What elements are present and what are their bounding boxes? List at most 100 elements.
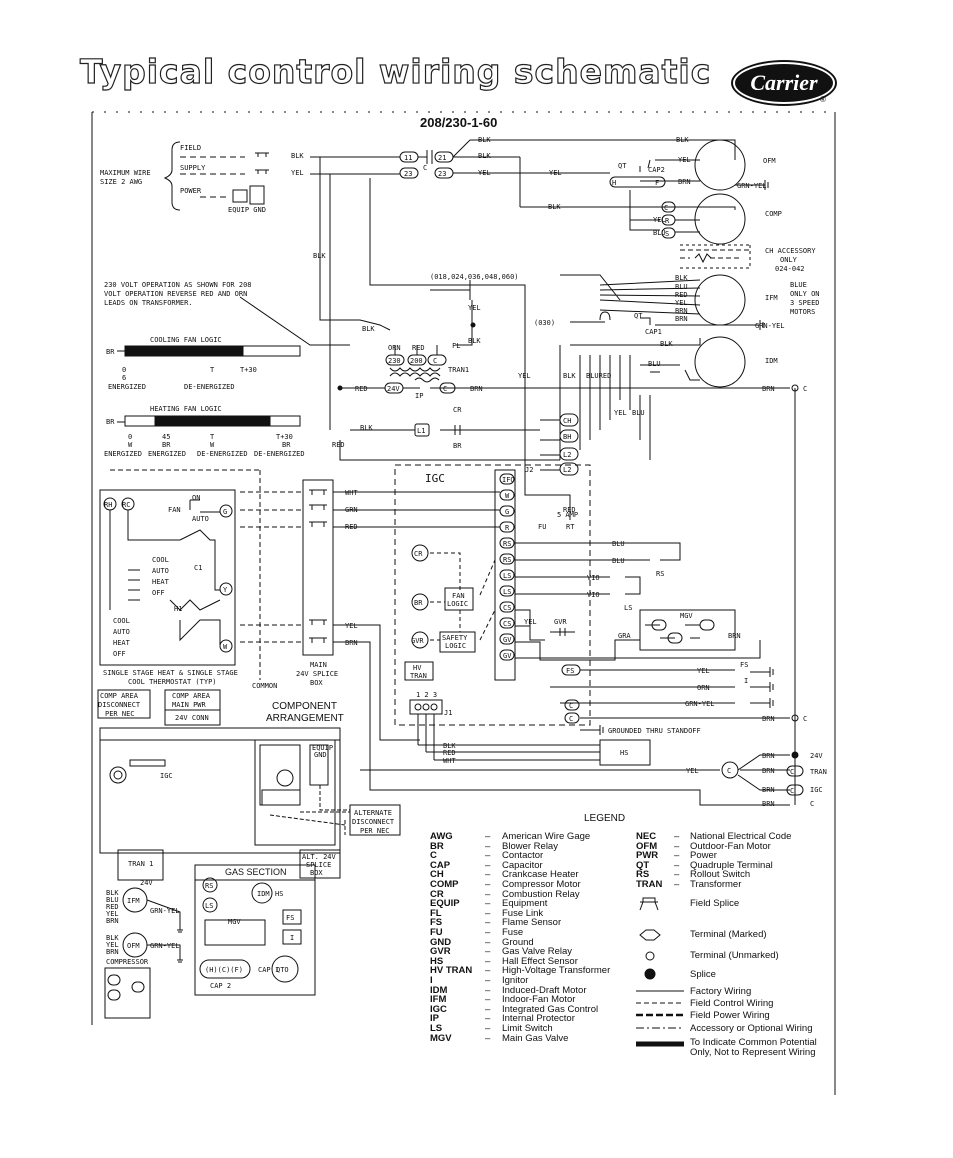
note-line-3: LEADS ON TRANSFORMER. xyxy=(104,299,193,307)
legend-terminal-unmarked: Terminal (Unmarked) xyxy=(690,950,779,961)
brn-splice: BRN xyxy=(345,639,358,647)
legend-accessory-wiring: Accessory or Optional Wiring xyxy=(690,1023,813,1034)
page-title: Typical control wiring schematic xyxy=(79,51,712,91)
comp-area-disc-1: COMP AREA xyxy=(100,692,139,700)
legend-factory-wiring: Factory Wiring xyxy=(690,986,752,997)
terminal-23b: 23 xyxy=(438,170,446,178)
brn-ip: BRN xyxy=(470,385,483,393)
ifm-brn: BRN xyxy=(675,307,688,315)
heating-t0: 0 xyxy=(128,433,132,441)
alt-disc-3: PER NEC xyxy=(360,827,390,835)
five-amp: 5 AMP xyxy=(557,511,578,519)
heating-e4: DE-ENERGIZED xyxy=(254,450,305,458)
cr-label: CR xyxy=(453,406,462,414)
terminal-l2b: L2 xyxy=(563,466,571,474)
comp-grn-yel-1: GRN-YEL xyxy=(150,907,180,915)
comp-24v-conn: 24V CONN xyxy=(175,714,209,722)
legend-value: Transformer xyxy=(690,879,742,890)
blk-tran: BLK xyxy=(468,337,481,345)
legend-value: Fuse xyxy=(502,927,524,938)
terminal-230: 230 xyxy=(388,357,401,365)
cooling-t6: 6 xyxy=(122,374,126,382)
legend-value: Blower Relay xyxy=(502,840,558,852)
legend-value: Capacitor xyxy=(502,859,543,871)
grn-label: GRN xyxy=(345,506,358,514)
idm-blk: BLK xyxy=(660,340,673,348)
comp-area-disc-3: PER NEC xyxy=(105,710,135,718)
heating-w2: W xyxy=(210,441,215,449)
max-wire-label: MAXIMUM WIRE xyxy=(100,169,151,177)
comp-area-disc-2: DISCONNECT xyxy=(98,701,141,709)
legend-key: MGV xyxy=(430,1032,452,1044)
pin-cs-2: CS xyxy=(503,620,511,628)
heating-tt: T xyxy=(210,433,215,441)
legend-key: PWR xyxy=(636,850,659,862)
yel-gvr: YEL xyxy=(524,618,537,626)
heating-w: W xyxy=(128,441,133,449)
gas-ls: LS xyxy=(205,902,213,910)
blk-vertical: BLK xyxy=(313,252,326,260)
yel-wire-4: YEL xyxy=(653,216,666,224)
pin-w: W xyxy=(505,492,510,500)
thermostat-y: Y xyxy=(223,586,228,594)
blu-rs-2: BLU xyxy=(612,557,625,565)
ifm-red: RED xyxy=(675,291,688,299)
yel-blu-1: YEL xyxy=(614,409,627,417)
comp-terminal-r: R xyxy=(665,217,670,225)
legend-value: Ignitor xyxy=(502,975,529,986)
thermostat-on: ON xyxy=(192,494,200,502)
legend-key: NEC xyxy=(636,831,657,842)
igc-br: BR xyxy=(414,599,423,607)
comp-ifm-blu: BLU xyxy=(106,896,119,904)
pin-g: G xyxy=(505,508,509,516)
gas-hcf: (H)(C)(F) xyxy=(205,966,243,974)
legend-common-potential-1: To Indicate Common Potential xyxy=(690,1037,817,1048)
legend-value: American Wire Gage xyxy=(502,831,591,842)
pin-gv-1: GV xyxy=(503,636,512,644)
legend-key: FL xyxy=(430,907,442,919)
cooling-energized: ENERGIZED xyxy=(108,383,146,391)
compressor-label: COMPRESSOR xyxy=(106,958,149,966)
vio-1: VIO xyxy=(587,574,600,582)
alt-disc-1: ALTERNATE xyxy=(354,809,392,817)
legend-key: CH xyxy=(430,869,444,881)
legend-key: COMP xyxy=(430,879,459,890)
safety-logic-2: LOGIC xyxy=(445,642,466,650)
legend-key: OFM xyxy=(636,840,658,852)
blk-wire-1: BLK xyxy=(478,136,491,144)
tran1-label: TRAN1 xyxy=(448,366,469,374)
alt-disc-2: DISCONNECT xyxy=(352,818,395,826)
igc-label: IGC xyxy=(425,472,445,485)
j1-pins: 1 2 3 xyxy=(416,691,437,699)
thermostat-cool-2: COOL xyxy=(113,617,130,625)
carrier-logo: Carrier xyxy=(733,62,835,104)
blk-hs: BLK xyxy=(443,742,456,750)
heating-e1: ENERGIZED xyxy=(104,450,142,458)
legend-key: I xyxy=(430,975,433,986)
legend-value: Rollout Switch xyxy=(690,869,751,881)
rs-label: RS xyxy=(656,570,664,578)
vio-2: VIO xyxy=(587,591,600,599)
c-right-1: C xyxy=(803,385,807,393)
comp-ofm-blk: BLK xyxy=(106,934,119,942)
comp-igc-label: IGC xyxy=(160,772,173,780)
ifm-yel: YEL xyxy=(675,299,688,307)
splice-box-3: BOX xyxy=(310,679,323,687)
gas-cap2: CAP 2 xyxy=(210,982,231,990)
legend-value: Internal Protector xyxy=(502,1013,575,1025)
pin-ifo: IFO xyxy=(502,476,515,484)
qt-label: QT xyxy=(618,162,627,170)
comp-ifm-yel: YEL xyxy=(106,910,119,918)
legend-value: High-Voltage Transformer xyxy=(502,965,611,977)
safety-logic-1: SAFETY xyxy=(442,634,468,642)
igc-cr: CR xyxy=(414,550,423,558)
heating-br: BR xyxy=(106,418,115,426)
comp-ofm-brn: BRN xyxy=(106,948,119,956)
legend-splice: Splice xyxy=(690,969,716,980)
fl-label: FL xyxy=(452,342,460,350)
c-circle: C xyxy=(727,767,731,775)
label-tran: TRAN xyxy=(810,768,827,776)
voltage-heading: 208/230-1-60 xyxy=(420,115,498,130)
red-tran: RED xyxy=(412,344,425,352)
terminal-21: 21 xyxy=(438,154,446,162)
